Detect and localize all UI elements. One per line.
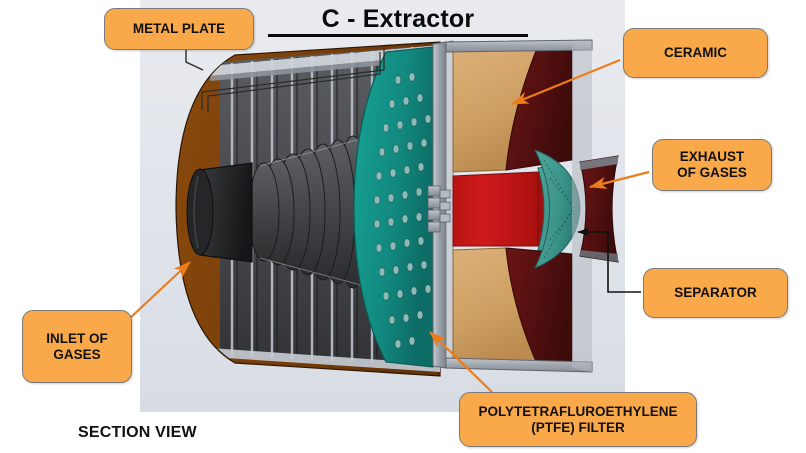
center-hub-bolts xyxy=(427,185,451,233)
c-extractor-section-drawing xyxy=(175,39,619,377)
callout-exhaust-label-line1: EXHAUST xyxy=(679,149,745,165)
callout-ceramic[interactable]: CERAMIC xyxy=(623,28,768,78)
inlet-tube xyxy=(186,162,253,263)
callout-exhaust-label-line2: OF GASES xyxy=(677,165,747,180)
callout-separator-label: SEPARATOR xyxy=(674,285,757,301)
metal-plate-bracket xyxy=(201,48,385,112)
callout-exhaust-of-gases[interactable]: EXHAUST OF GASES xyxy=(652,139,772,191)
callout-inlet-label-line1: INLET OF xyxy=(46,330,108,346)
callout-metal-plate[interactable]: METAL PLATE xyxy=(104,8,254,50)
cad-viewport xyxy=(140,0,625,412)
ptfe-filter-disc xyxy=(353,46,434,368)
callout-inlet-of-gases[interactable]: INLET OF GASES xyxy=(22,310,132,383)
callout-ptfe-filter[interactable]: POLYTETRAFLUROETHYLENE (PTFE) FILTER xyxy=(459,392,697,447)
callout-ptfe-label-line1: POLYTETRAFLUROETHYLENE xyxy=(478,403,678,419)
page-title: C - Extractor xyxy=(268,6,528,37)
callout-ptfe-label-line2: (PTFE) FILTER xyxy=(531,419,625,435)
section-view-caption: SECTION VIEW xyxy=(78,424,197,441)
exhaust-nozzle xyxy=(579,155,619,263)
callout-inlet-label-line2: GASES xyxy=(53,346,101,362)
separator-cone xyxy=(533,149,581,269)
callout-ceramic-label: CERAMIC xyxy=(664,45,727,61)
callout-metal-plate-label: METAL PLATE xyxy=(132,21,226,37)
callout-separator[interactable]: SEPARATOR xyxy=(643,268,788,318)
